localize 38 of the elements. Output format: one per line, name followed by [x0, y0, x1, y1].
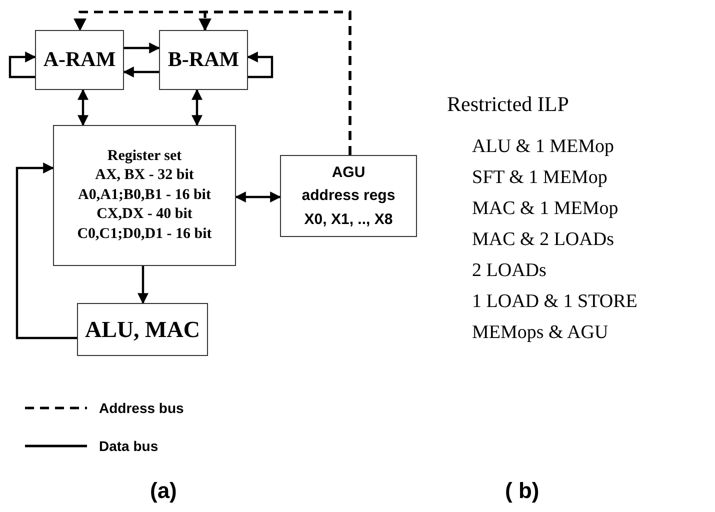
block-box: [280, 155, 417, 237]
panel-label: (a): [150, 478, 177, 504]
block-text: A-RAM: [43, 47, 116, 73]
block-text: Register set: [107, 146, 182, 166]
arrow: [122, 66, 159, 78]
block-text: X0, X1, .., X8: [304, 210, 393, 230]
arrow: [192, 88, 202, 126]
arrow: [78, 88, 88, 126]
block-box: [159, 30, 248, 90]
list-text: MAC & 2 LOADs: [472, 229, 614, 251]
list-text: MAC & 1 MEMop: [472, 198, 618, 220]
arrow: [138, 266, 148, 304]
block-box: [77, 303, 208, 356]
block-text: C0,C1;D0,D1 - 16 bit: [77, 224, 212, 244]
panel-label: ( b): [505, 478, 540, 504]
list-text: SFT & 1 MEMop: [472, 167, 608, 189]
block-text: AX, BX - 32 bit: [95, 166, 194, 186]
list-text: MEMops & AGU: [472, 322, 608, 344]
list-text: 1 LOAD & 1 STORE: [472, 291, 638, 313]
arrow: [8, 52, 36, 78]
legend-text: Data bus: [99, 438, 158, 454]
block-text: A0,A1;B0,B1 - 16 bit: [78, 186, 211, 205]
arrow: [234, 192, 282, 202]
list-text: 2 LOADs: [472, 260, 546, 282]
block-text: B-RAM: [168, 47, 240, 73]
dashed-arrow: [198, 10, 352, 155]
block-text: ALU, MAC: [85, 316, 200, 344]
arrow: [124, 42, 160, 54]
list-text: Restricted ILP: [447, 92, 569, 117]
block-box: [35, 30, 124, 90]
legend-text: Address bus: [99, 400, 184, 416]
block-text: CX,DX - 40 bit: [96, 205, 192, 224]
block-text: AGU: [332, 163, 366, 184]
list-text: ALU & 1 MEMop: [472, 136, 614, 158]
arrow: [246, 52, 274, 78]
block-text: address regs: [302, 186, 396, 206]
block-box: [53, 125, 236, 266]
arrow: [16, 162, 77, 340]
